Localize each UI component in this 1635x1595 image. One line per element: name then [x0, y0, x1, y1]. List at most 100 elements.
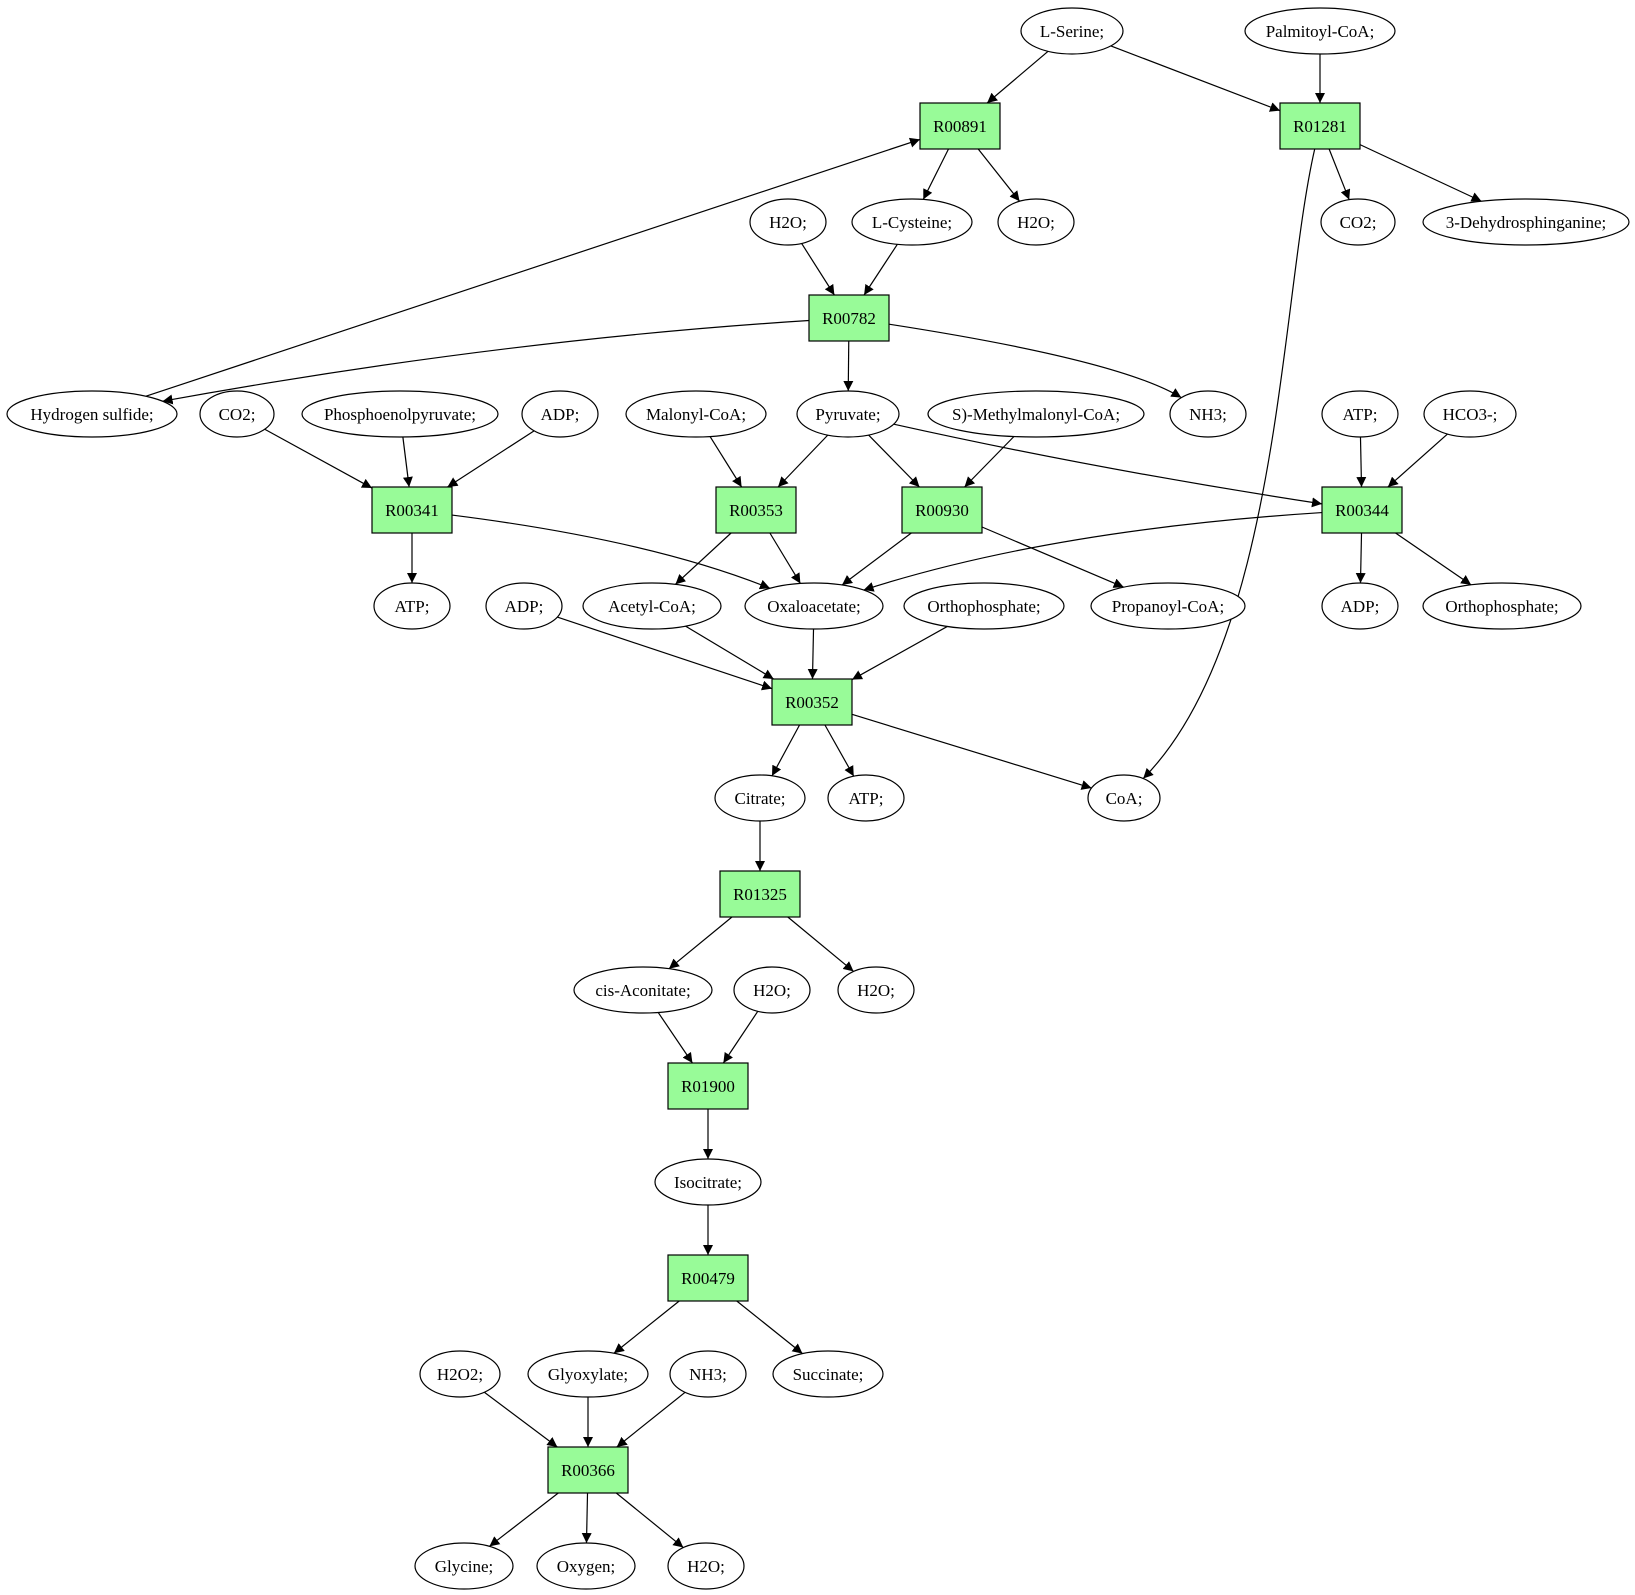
node-label: Glycine;	[435, 1557, 494, 1576]
compound-node-atp_a: ATP;	[1321, 390, 1399, 438]
node-shape	[582, 582, 722, 630]
node-shape	[1321, 582, 1399, 630]
node-label: R01900	[681, 1077, 735, 1096]
node-label: H2O2;	[437, 1365, 483, 1384]
edge-co2_b-to-R00341	[264, 428, 373, 489]
edge-R00366-to-h2o_e	[615, 1492, 684, 1549]
edge-layer	[145, 45, 1482, 1549]
compound-node-glycine: Glycine;	[414, 1542, 514, 1590]
compound-node-malonyl: Malonyl-CoA;	[625, 390, 767, 438]
node-shape	[1020, 7, 1124, 55]
node-shape	[1423, 390, 1517, 438]
node-shape	[744, 582, 884, 630]
node-shape	[199, 390, 275, 438]
edge-malonyl-to-R00353	[709, 436, 743, 488]
node-label: R00344	[1335, 501, 1389, 520]
compound-node-dehydro: 3-Dehydrosphinganine;	[1422, 198, 1630, 246]
node-label: Propanoyl-CoA;	[1112, 597, 1224, 616]
compound-node-oxaloacetate: Oxaloacetate;	[744, 582, 884, 630]
node-label: R00782	[822, 309, 876, 328]
node-label: L-Serine;	[1040, 22, 1104, 41]
reaction-node-r00341: R00341	[371, 486, 453, 534]
compound-node-coa: CoA;	[1087, 774, 1161, 822]
node-label: Oxaloacetate;	[767, 597, 860, 616]
edge-R00353-to-oxaloacetate	[769, 532, 801, 584]
node-label: Isocitrate;	[674, 1173, 742, 1192]
node-label: R00353	[729, 501, 783, 520]
node-label: H2O;	[753, 981, 791, 1000]
node-shape	[733, 966, 811, 1014]
node-shape	[771, 678, 853, 726]
node-shape	[1279, 102, 1361, 150]
node-shape	[301, 390, 499, 438]
edge-R00479-to-glyoxylate	[613, 1300, 680, 1354]
compound-node-lcysteine: L-Cysteine;	[851, 198, 973, 246]
compound-node-pyruvate: Pyruvate;	[796, 390, 900, 438]
reaction-node-r00479: R00479	[667, 1254, 749, 1302]
node-shape	[371, 486, 453, 534]
edge-R00353-to-acetyl	[675, 532, 732, 585]
compound-node-nh3_a: NH3;	[1169, 390, 1247, 438]
node-shape	[719, 870, 801, 918]
edge-R00930-to-oxaloacetate	[841, 532, 912, 586]
node-label: H2O;	[769, 213, 807, 232]
node-label: HCO3-;	[1443, 405, 1498, 424]
edge-lserine-to-R00891	[986, 50, 1049, 104]
compound-node-lserine: L-Serine;	[1020, 7, 1124, 55]
node-label: Palmitoyl-CoA;	[1266, 22, 1375, 41]
edge-R00782-to-h2s	[162, 319, 810, 405]
node-label: R00930	[915, 501, 969, 520]
edge-R01281-to-co2_a	[1328, 148, 1351, 200]
compound-node-ortho_a: Orthophosphate;	[903, 582, 1065, 630]
edge-ortho_a-to-R00352	[851, 625, 948, 681]
compound-node-propanoyl: Propanoyl-CoA;	[1090, 582, 1246, 630]
node-shape	[485, 582, 563, 630]
reaction-node-r00352: R00352	[771, 678, 853, 726]
compound-node-atp_c: ATP;	[827, 774, 905, 822]
edge-R00366-to-glycine	[489, 1492, 559, 1547]
node-shape	[1321, 486, 1403, 534]
compound-node-co2_b: CO2;	[199, 390, 275, 438]
edge-R00930-to-propanoyl	[981, 526, 1124, 588]
node-shape	[1422, 198, 1630, 246]
edge-R00344-to-adp_c	[1355, 532, 1366, 584]
node-label: R00891	[933, 117, 987, 136]
compound-node-cisaconitate: cis-Aconitate;	[573, 966, 713, 1014]
edge-methylmalonyl-to-R00930	[964, 436, 1015, 488]
compound-node-h2o_b: H2O;	[997, 198, 1075, 246]
node-label: NH3;	[1189, 405, 1227, 424]
compound-node-methylmalonyl: S)-Methylmalonyl-CoA;	[927, 390, 1145, 438]
edge-adp_b-to-R00352	[557, 616, 773, 691]
node-label: H2O;	[687, 1557, 725, 1576]
edge-h2o2-to-R00366	[483, 1391, 558, 1448]
edge-R01325-to-h2o_d	[787, 916, 854, 972]
edge-h2o_c-to-R01900	[722, 1010, 759, 1064]
node-shape	[1169, 390, 1247, 438]
edge-lcysteine-to-R00782	[863, 243, 898, 296]
edge-pyruvate-to-R00930	[868, 434, 920, 488]
reaction-node-r00891: R00891	[919, 102, 1001, 150]
node-shape	[919, 102, 1001, 150]
compound-node-h2o_e: H2O;	[667, 1542, 745, 1590]
node-label: R00341	[385, 501, 439, 520]
compound-node-succinate: Succinate;	[772, 1350, 884, 1398]
node-label: R01281	[1293, 117, 1347, 136]
node-shape	[521, 390, 599, 438]
node-shape	[714, 774, 806, 822]
node-shape	[827, 774, 905, 822]
edge-h2o_a-to-R00782	[801, 243, 835, 296]
reaction-node-r01900: R01900	[667, 1062, 749, 1110]
node-shape	[625, 390, 767, 438]
edge-cisaconitate-to-R01900	[657, 1012, 693, 1064]
node-shape	[1321, 390, 1399, 438]
node-shape	[997, 198, 1075, 246]
edge-R00344-to-oxaloacetate	[863, 511, 1323, 592]
node-label: Glyoxylate;	[548, 1365, 628, 1384]
node-shape	[6, 390, 178, 438]
node-shape	[772, 1350, 884, 1398]
compound-node-acetyl: Acetyl-CoA;	[582, 582, 722, 630]
compound-node-h2o_a: H2O;	[749, 198, 827, 246]
edge-h2s-to-R00891	[145, 137, 921, 397]
